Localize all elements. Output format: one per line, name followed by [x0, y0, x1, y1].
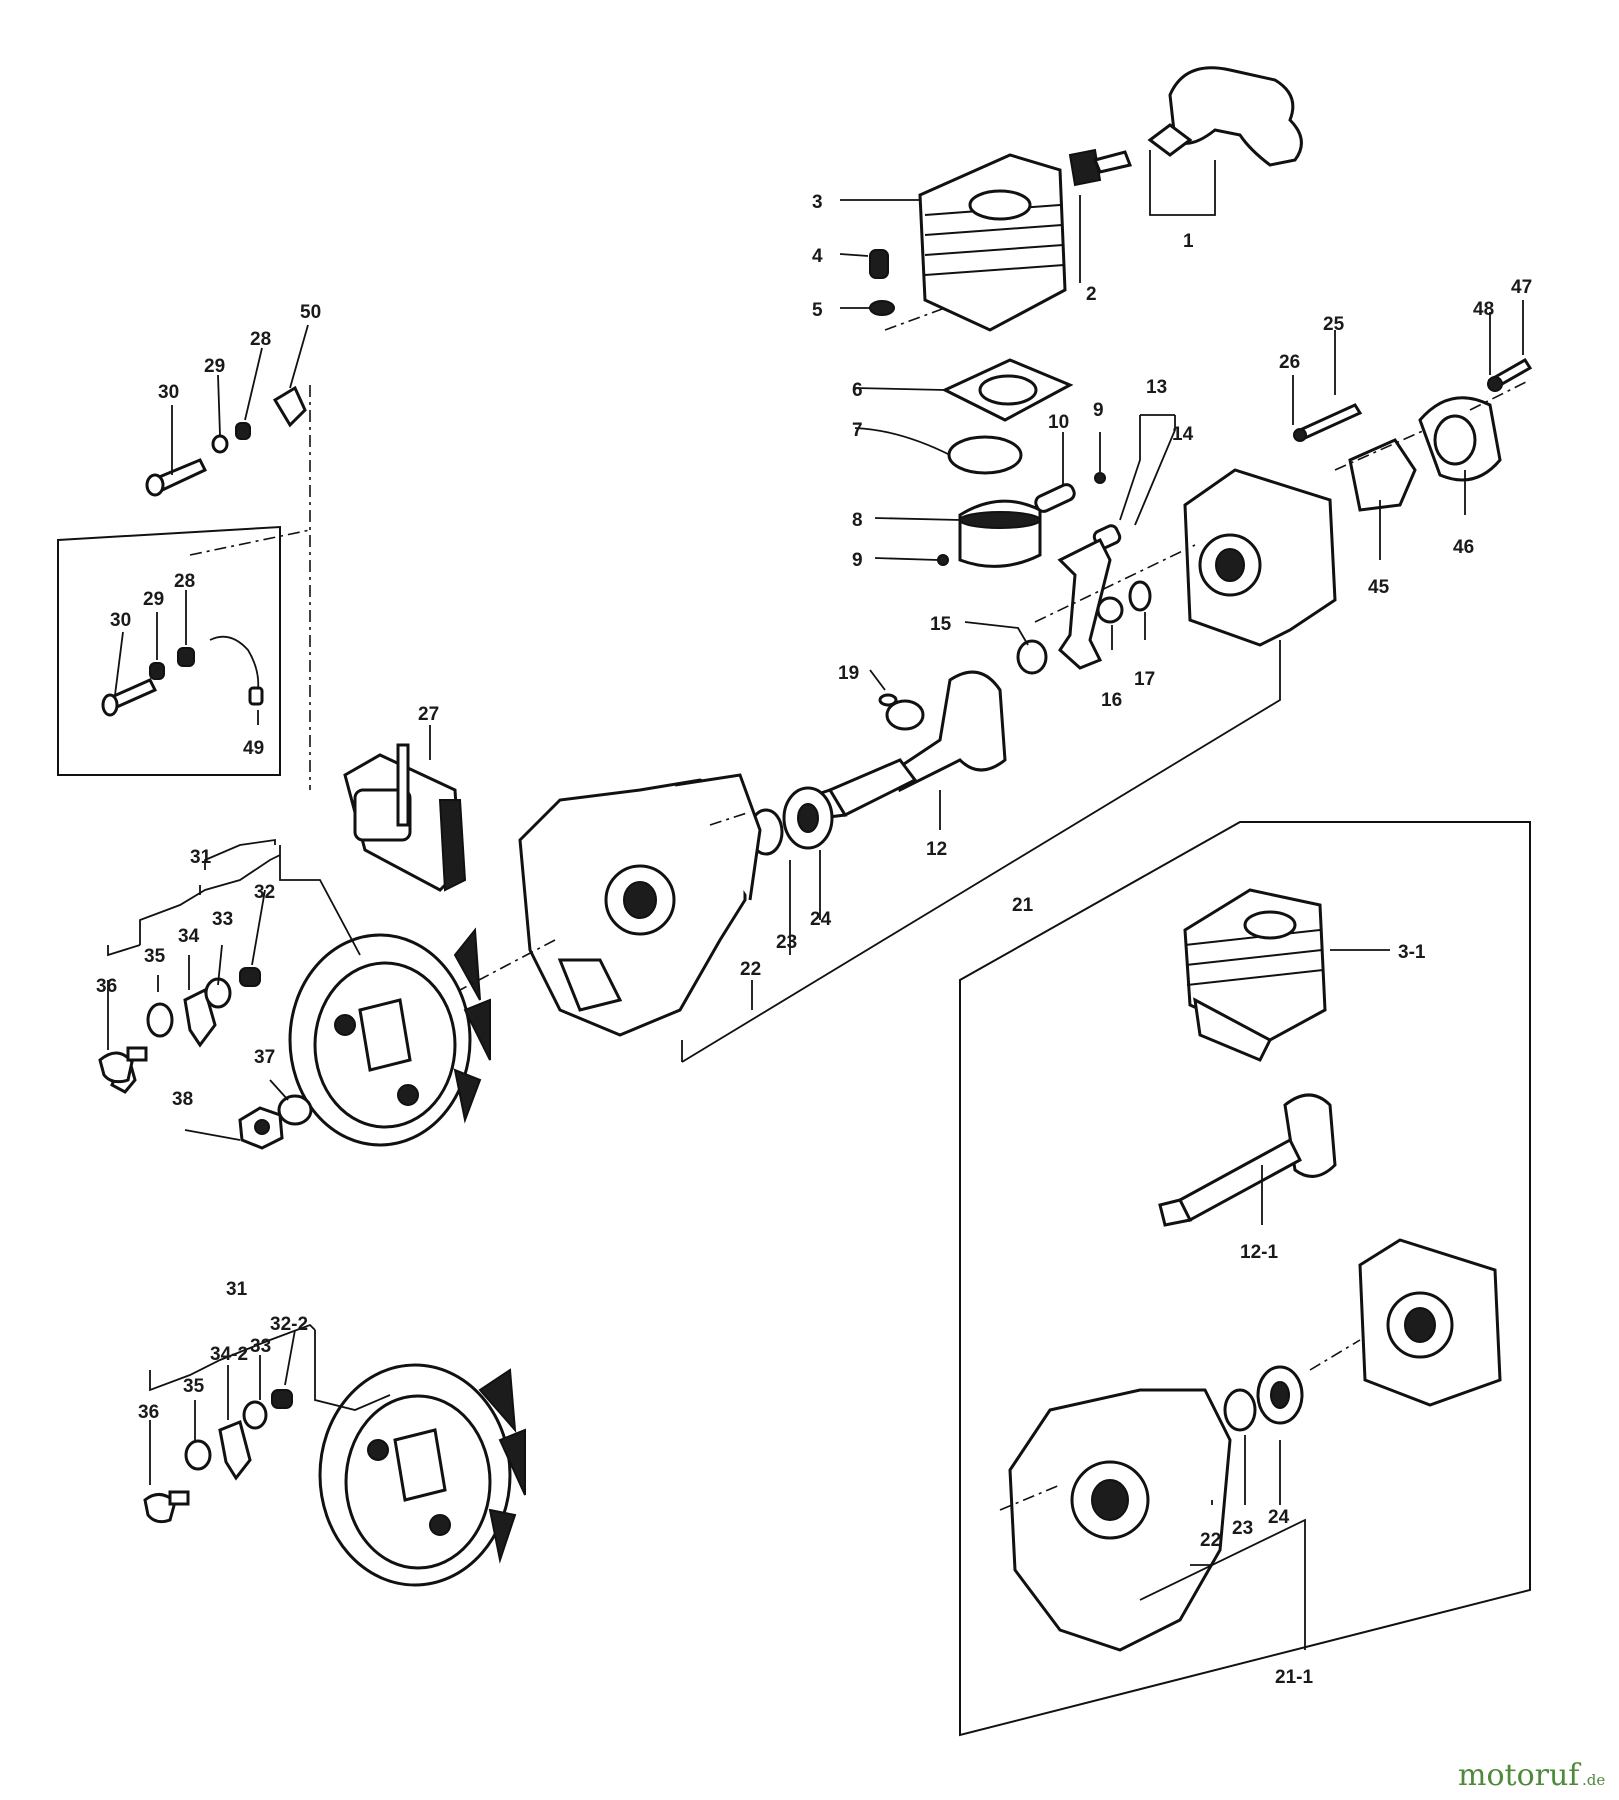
kit-label-12-1: 12-1 — [1240, 1242, 1278, 1263]
flywheel-upper — [98, 927, 491, 1150]
label-38: 38 — [172, 1089, 193, 1110]
label-6: 6 — [852, 380, 863, 401]
kit-label-3-1: 3-1 — [1398, 942, 1426, 963]
leader-lines — [107, 150, 1524, 1650]
label-3: 3 — [812, 192, 823, 213]
inset-label-29: 29 — [143, 589, 164, 610]
ground-wire-inset-frame — [57, 525, 281, 776]
lower-label-32-2: 32-2 — [270, 1314, 308, 1335]
label-35: 35 — [144, 946, 166, 967]
label-29: 29 — [204, 356, 225, 377]
label-48: 48 — [1473, 299, 1494, 320]
lower-flywheel-labels: 31 32-2 34-2 33 36 35 — [138, 1279, 308, 1423]
lower-label-31: 31 — [226, 1279, 248, 1300]
label-12: 12 — [926, 839, 947, 860]
label-14: 14 — [1172, 424, 1194, 445]
label-19: 19 — [838, 663, 859, 684]
ignition-coil — [343, 743, 467, 892]
flywheel-lower — [143, 1363, 526, 1587]
crankshaft-group — [748, 524, 1152, 856]
replacement-kit — [959, 821, 1531, 1737]
kit-frame — [959, 821, 1531, 1737]
cylinder-head-group — [869, 66, 1303, 568]
crankcase-right — [1183, 357, 1533, 647]
label-10: 10 — [1048, 412, 1069, 433]
label-32: 32 — [254, 882, 275, 903]
label-9b: 9 — [852, 550, 863, 571]
kit-labels: 3-1 12-1 22 23 24 21-1 — [1200, 942, 1426, 1688]
kit-label-24: 24 — [1268, 1507, 1290, 1528]
watermark-brand: motoruf — [1458, 1758, 1581, 1793]
kit-label-23: 23 — [1232, 1518, 1253, 1539]
label-4: 4 — [812, 246, 823, 267]
label-7: 7 — [852, 420, 863, 441]
watermark-tld: .de — [1582, 1771, 1605, 1789]
label-31: 31 — [190, 847, 212, 868]
ground-wire-group — [57, 385, 307, 776]
label-2: 2 — [1086, 284, 1097, 305]
center-lines — [189, 307, 1531, 1511]
kit-label-22: 22 — [1200, 1530, 1221, 1551]
label-33: 33 — [212, 909, 233, 930]
label-25: 25 — [1323, 314, 1345, 335]
label-46: 46 — [1453, 537, 1474, 558]
watermark-logo: motoruf .de — [1458, 1758, 1605, 1793]
label-15: 15 — [930, 614, 952, 635]
label-13: 13 — [1146, 377, 1167, 398]
label-45: 45 — [1368, 577, 1390, 598]
label-16: 16 — [1101, 690, 1122, 711]
label-28: 28 — [250, 329, 271, 350]
label-50: 50 — [300, 302, 321, 323]
label-34: 34 — [178, 926, 200, 947]
label-5: 5 — [812, 300, 823, 321]
inset-label-28: 28 — [174, 571, 195, 592]
label-37: 37 — [254, 1047, 275, 1068]
label-8: 8 — [852, 510, 863, 531]
label-26: 26 — [1279, 352, 1300, 373]
inset-label-30: 30 — [110, 610, 131, 631]
label-30: 30 — [158, 382, 179, 403]
part-labels: 1 2 3 4 5 6 7 8 9 9 10 12 13 14 15 16 17… — [96, 192, 1532, 1110]
lower-label-36: 36 — [138, 1402, 159, 1423]
kit-label-21-1: 21-1 — [1275, 1667, 1313, 1688]
label-23: 23 — [776, 932, 797, 953]
label-24: 24 — [810, 909, 832, 930]
label-36: 36 — [96, 976, 117, 997]
lower-label-35: 35 — [183, 1376, 205, 1397]
inset-labels: 30 29 28 — [110, 571, 195, 631]
label-17: 17 — [1134, 669, 1155, 690]
label-21: 21 — [1012, 895, 1034, 916]
label-49: 49 — [243, 738, 264, 759]
lower-label-34-2: 34-2 — [210, 1344, 248, 1365]
label-1: 1 — [1183, 231, 1194, 252]
crankcase-left — [518, 773, 762, 1037]
label-27: 27 — [418, 704, 439, 725]
lower-label-33: 33 — [250, 1336, 271, 1357]
label-47: 47 — [1511, 277, 1532, 298]
label-22: 22 — [740, 959, 761, 980]
label-9a: 9 — [1093, 400, 1104, 421]
